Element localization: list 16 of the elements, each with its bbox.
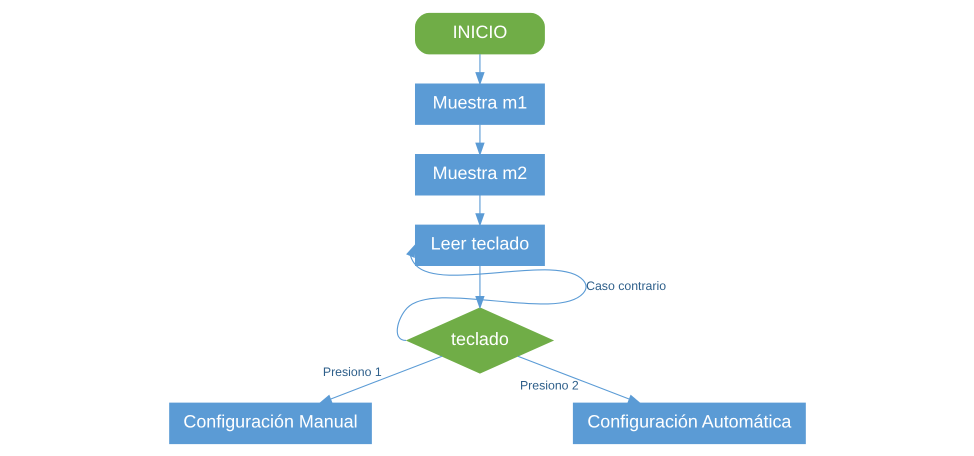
arrow: [517, 355, 641, 404]
arrow: [474, 124, 484, 156]
node-box: Configuración Manual: [168, 402, 372, 444]
arrow: [474, 194, 484, 226]
node-box: Configuración Automática: [572, 402, 806, 444]
edge-label: Caso contrario: [586, 278, 666, 292]
node-diamond: teclado: [405, 306, 554, 374]
node-box: INICIO: [414, 12, 544, 54]
arrow: [318, 355, 442, 404]
node-box: Muestra m1: [414, 82, 544, 124]
arrow: [396, 243, 586, 341]
node-box: Muestra m2: [414, 154, 544, 195]
arrow: [474, 54, 484, 86]
node-box: Leer teclado: [414, 224, 544, 266]
edge-label: Presiono 1: [322, 364, 382, 378]
edge-label: Presiono 2: [519, 378, 578, 392]
